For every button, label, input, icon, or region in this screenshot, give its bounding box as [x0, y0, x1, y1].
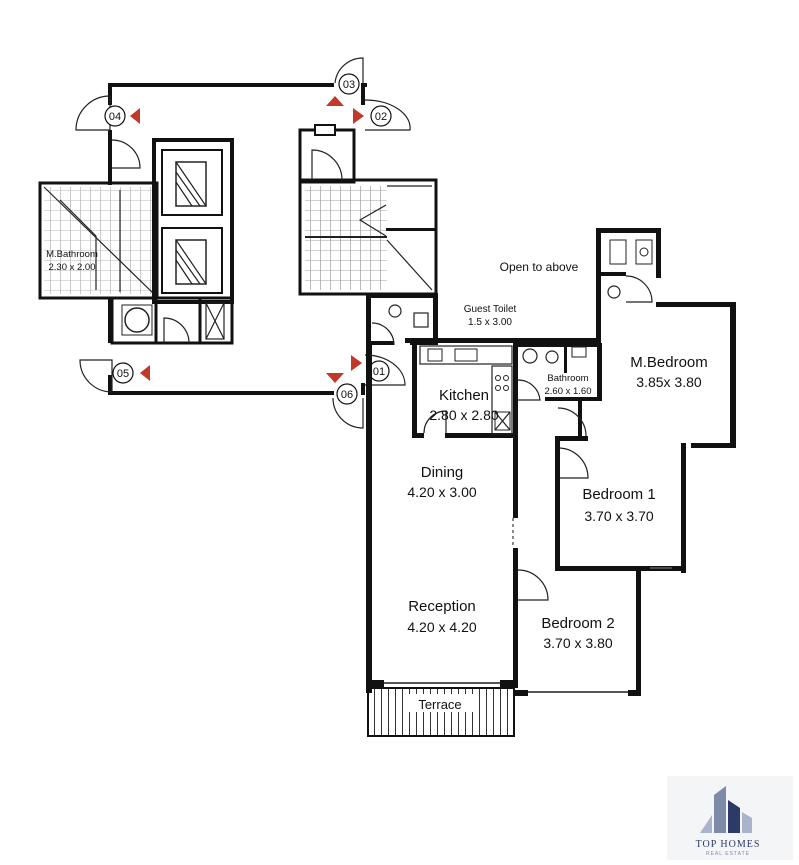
m-bathroom-left-dims: 2.30 x 2.00 — [48, 262, 95, 273]
marker-arrow-icon — [130, 108, 140, 124]
kitchen-dims: 2.80 x 2.80 — [429, 407, 498, 423]
dining-dims: 4.20 x 3.00 — [407, 484, 476, 500]
unit-marker-04: 04 — [104, 105, 140, 127]
kitchen-name: Kitchen — [439, 387, 489, 404]
bedroom2-dims: 3.70 x 3.80 — [543, 635, 612, 651]
brand-logo: TOP HOMES REAL ESTATE — [667, 776, 793, 860]
apartment-walls — [366, 228, 736, 737]
bedroom1-name: Bedroom 1 — [582, 486, 655, 503]
unit-marker-06: 06 — [326, 373, 358, 405]
unit-03-label: 03 — [343, 79, 355, 91]
unit-marker-03: 03 — [326, 73, 360, 106]
bedroom2-name: Bedroom 2 — [541, 615, 614, 632]
unit-marker-02: 02 — [353, 105, 392, 127]
unit-doors — [75, 57, 411, 429]
unit-04-label: 04 — [109, 111, 121, 123]
unit-02-label: 02 — [375, 111, 387, 123]
guest-toilet-name: Guest Toilet — [464, 304, 517, 315]
master-bedroom-dims: 3.85x 3.80 — [636, 374, 702, 390]
master-bedroom-name: M.Bedroom — [630, 354, 708, 371]
room-labels: M.Bathroom 2.30 x 2.00 Open to above Gue… — [46, 249, 708, 712]
reception-name: Reception — [408, 598, 476, 615]
unit-05-label: 05 — [117, 368, 129, 380]
marker-arrow-icon — [351, 355, 362, 371]
unit-marker-05: 05 — [112, 362, 150, 384]
terrace-name: Terrace — [418, 697, 461, 712]
brand-name: TOP HOMES — [696, 839, 761, 850]
bathroom-name: Bathroom — [547, 373, 588, 384]
marker-arrow-icon — [140, 365, 150, 381]
bathroom-dims: 2.60 x 1.60 — [544, 386, 591, 397]
unit-01-label: 01 — [373, 366, 385, 378]
m-bathroom-left-name: M.Bathroom — [46, 249, 98, 260]
dining-name: Dining — [421, 464, 464, 481]
unit-06-label: 06 — [341, 389, 353, 401]
marker-arrow-icon — [326, 373, 344, 383]
open-to-above-label: Open to above — [500, 260, 579, 274]
building-icon — [700, 815, 712, 833]
common-core — [38, 83, 438, 395]
reception-dims: 4.20 x 4.20 — [407, 619, 476, 635]
brand-tagline: REAL ESTATE — [706, 851, 750, 857]
unit-marker-01: 01 — [351, 355, 390, 382]
guest-toilet-dims: 1.5 x 3.00 — [468, 317, 512, 328]
marker-arrow-icon — [326, 96, 344, 106]
bedroom1-dims: 3.70 x 3.70 — [584, 508, 653, 524]
marker-arrow-icon — [353, 108, 364, 124]
